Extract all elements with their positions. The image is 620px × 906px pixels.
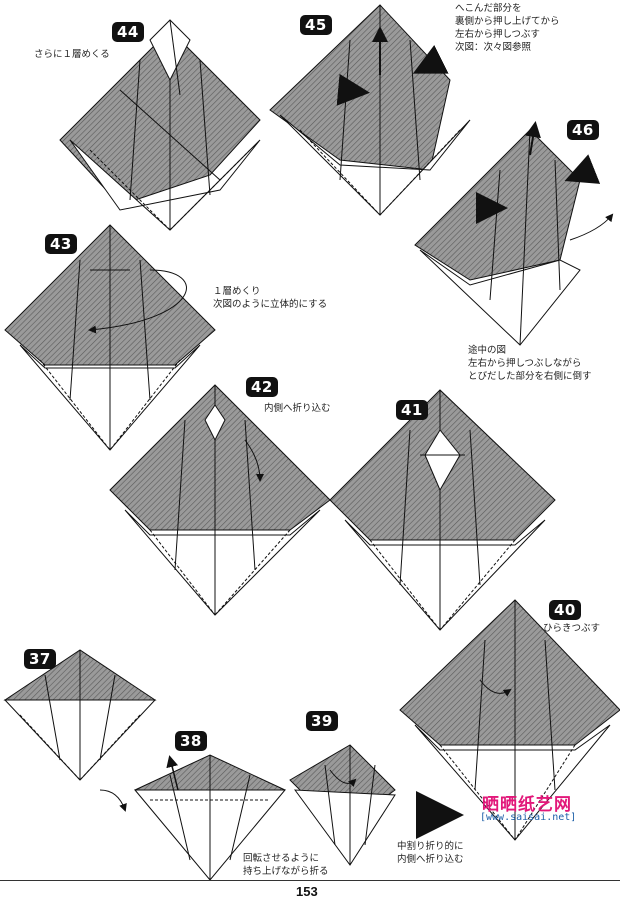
step-badge-45: 45 bbox=[300, 15, 332, 35]
diagram-step-45 bbox=[269, 4, 471, 216]
step-note-43: １層めくり 次図のように立体的にする bbox=[213, 286, 328, 310]
step-badge-37: 37 bbox=[24, 649, 56, 669]
diagram-step-42 bbox=[109, 384, 331, 616]
step-badge-44: 44 bbox=[112, 22, 144, 42]
arrow-37-to-38 bbox=[99, 789, 127, 812]
diagram-step-40 bbox=[399, 599, 620, 841]
step-note-44: さらに１層めくる bbox=[34, 49, 110, 60]
step-badge-46: 46 bbox=[567, 120, 599, 140]
step-badge-41: 41 bbox=[396, 400, 428, 420]
watermark-logo: 晒晒纸艺网 bbox=[482, 795, 572, 815]
page-number: 153 bbox=[296, 884, 318, 899]
step-note-39: 中割り折り的に 内側へ折り込む bbox=[397, 841, 464, 865]
diagram-step-46 bbox=[414, 121, 614, 346]
step-badge-38: 38 bbox=[175, 731, 207, 751]
step-badge-40: 40 bbox=[549, 600, 581, 620]
step-badge-39: 39 bbox=[306, 711, 338, 731]
step-note-42: 内側へ折り込む bbox=[264, 403, 331, 414]
step-note-45: へこんだ部分を 裏側から押し上げてから 左右から押しつぶす 次図：次々図参照 bbox=[455, 3, 560, 53]
step-badge-42: 42 bbox=[246, 377, 278, 397]
diagram-step-39 bbox=[289, 744, 396, 866]
step-note-40: ひらきつぶす bbox=[543, 623, 601, 634]
diagram-step-44 bbox=[59, 19, 261, 231]
in-progress-note: 途中の図 左右から押しつぶしながら とびだした部分を右側に倒す bbox=[468, 345, 592, 382]
diagram-step-38 bbox=[133, 754, 287, 881]
diagram-step-43 bbox=[4, 224, 216, 451]
page-footer-rule bbox=[0, 880, 620, 881]
diagram-step-41 bbox=[329, 389, 556, 631]
step-note-38: 回転させるように 持ち上げながら折る bbox=[243, 853, 329, 877]
step-badge-43: 43 bbox=[45, 234, 77, 254]
diagram-step-37 bbox=[3, 649, 157, 781]
watermark-url: [www.saisai.net] bbox=[480, 812, 577, 823]
